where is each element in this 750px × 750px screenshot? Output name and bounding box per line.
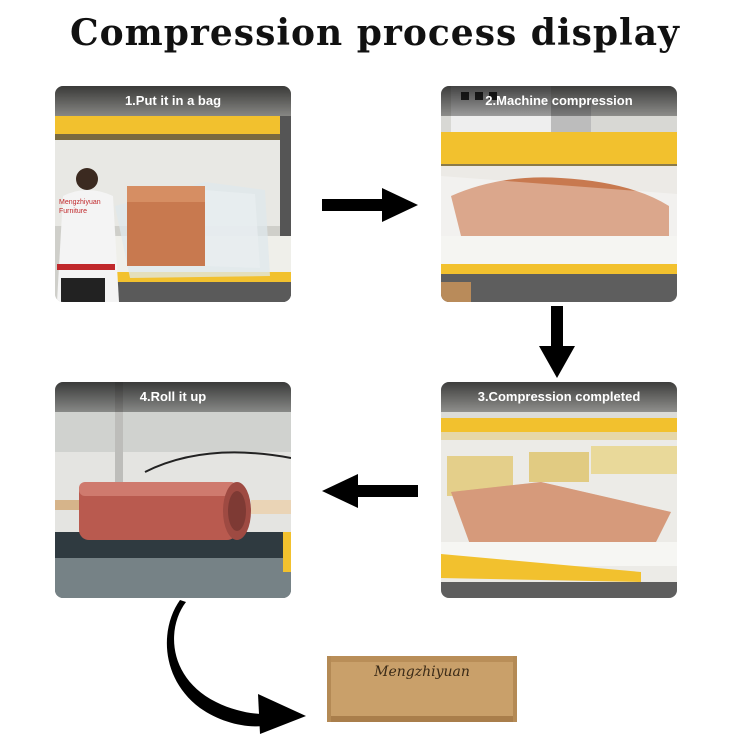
step-2-photo — [441, 86, 677, 302]
box-brand-label: Mengzhiyuan — [374, 664, 470, 680]
step-4-panel: 4.Roll it up — [55, 382, 291, 598]
step-1-photo — [55, 86, 291, 302]
step-2-panel: 2.Machine compression — [441, 86, 677, 302]
step-1-caption: 1.Put it in a bag — [55, 86, 291, 116]
arrow-down-icon — [539, 306, 575, 378]
step-3-photo — [441, 382, 677, 598]
arrow-left-icon — [322, 474, 418, 508]
shipping-box — [327, 656, 517, 722]
step-3-caption: 3.Compression completed — [441, 382, 677, 412]
step-1-panel: Mengzhiyuan Furniture 1.Put it in a bag — [55, 86, 291, 302]
curved-arrow-icon — [166, 600, 306, 734]
step-4-caption: 4.Roll it up — [55, 382, 291, 412]
page-title: Compression process display — [70, 12, 680, 54]
step-2-caption: 2.Machine compression — [441, 86, 677, 116]
step-3-panel: 3.Compression completed — [441, 382, 677, 598]
step-4-photo — [55, 382, 291, 598]
arrow-right-icon — [322, 188, 418, 222]
shirt-brand-text: Mengzhiyuan Furniture — [59, 199, 101, 215]
